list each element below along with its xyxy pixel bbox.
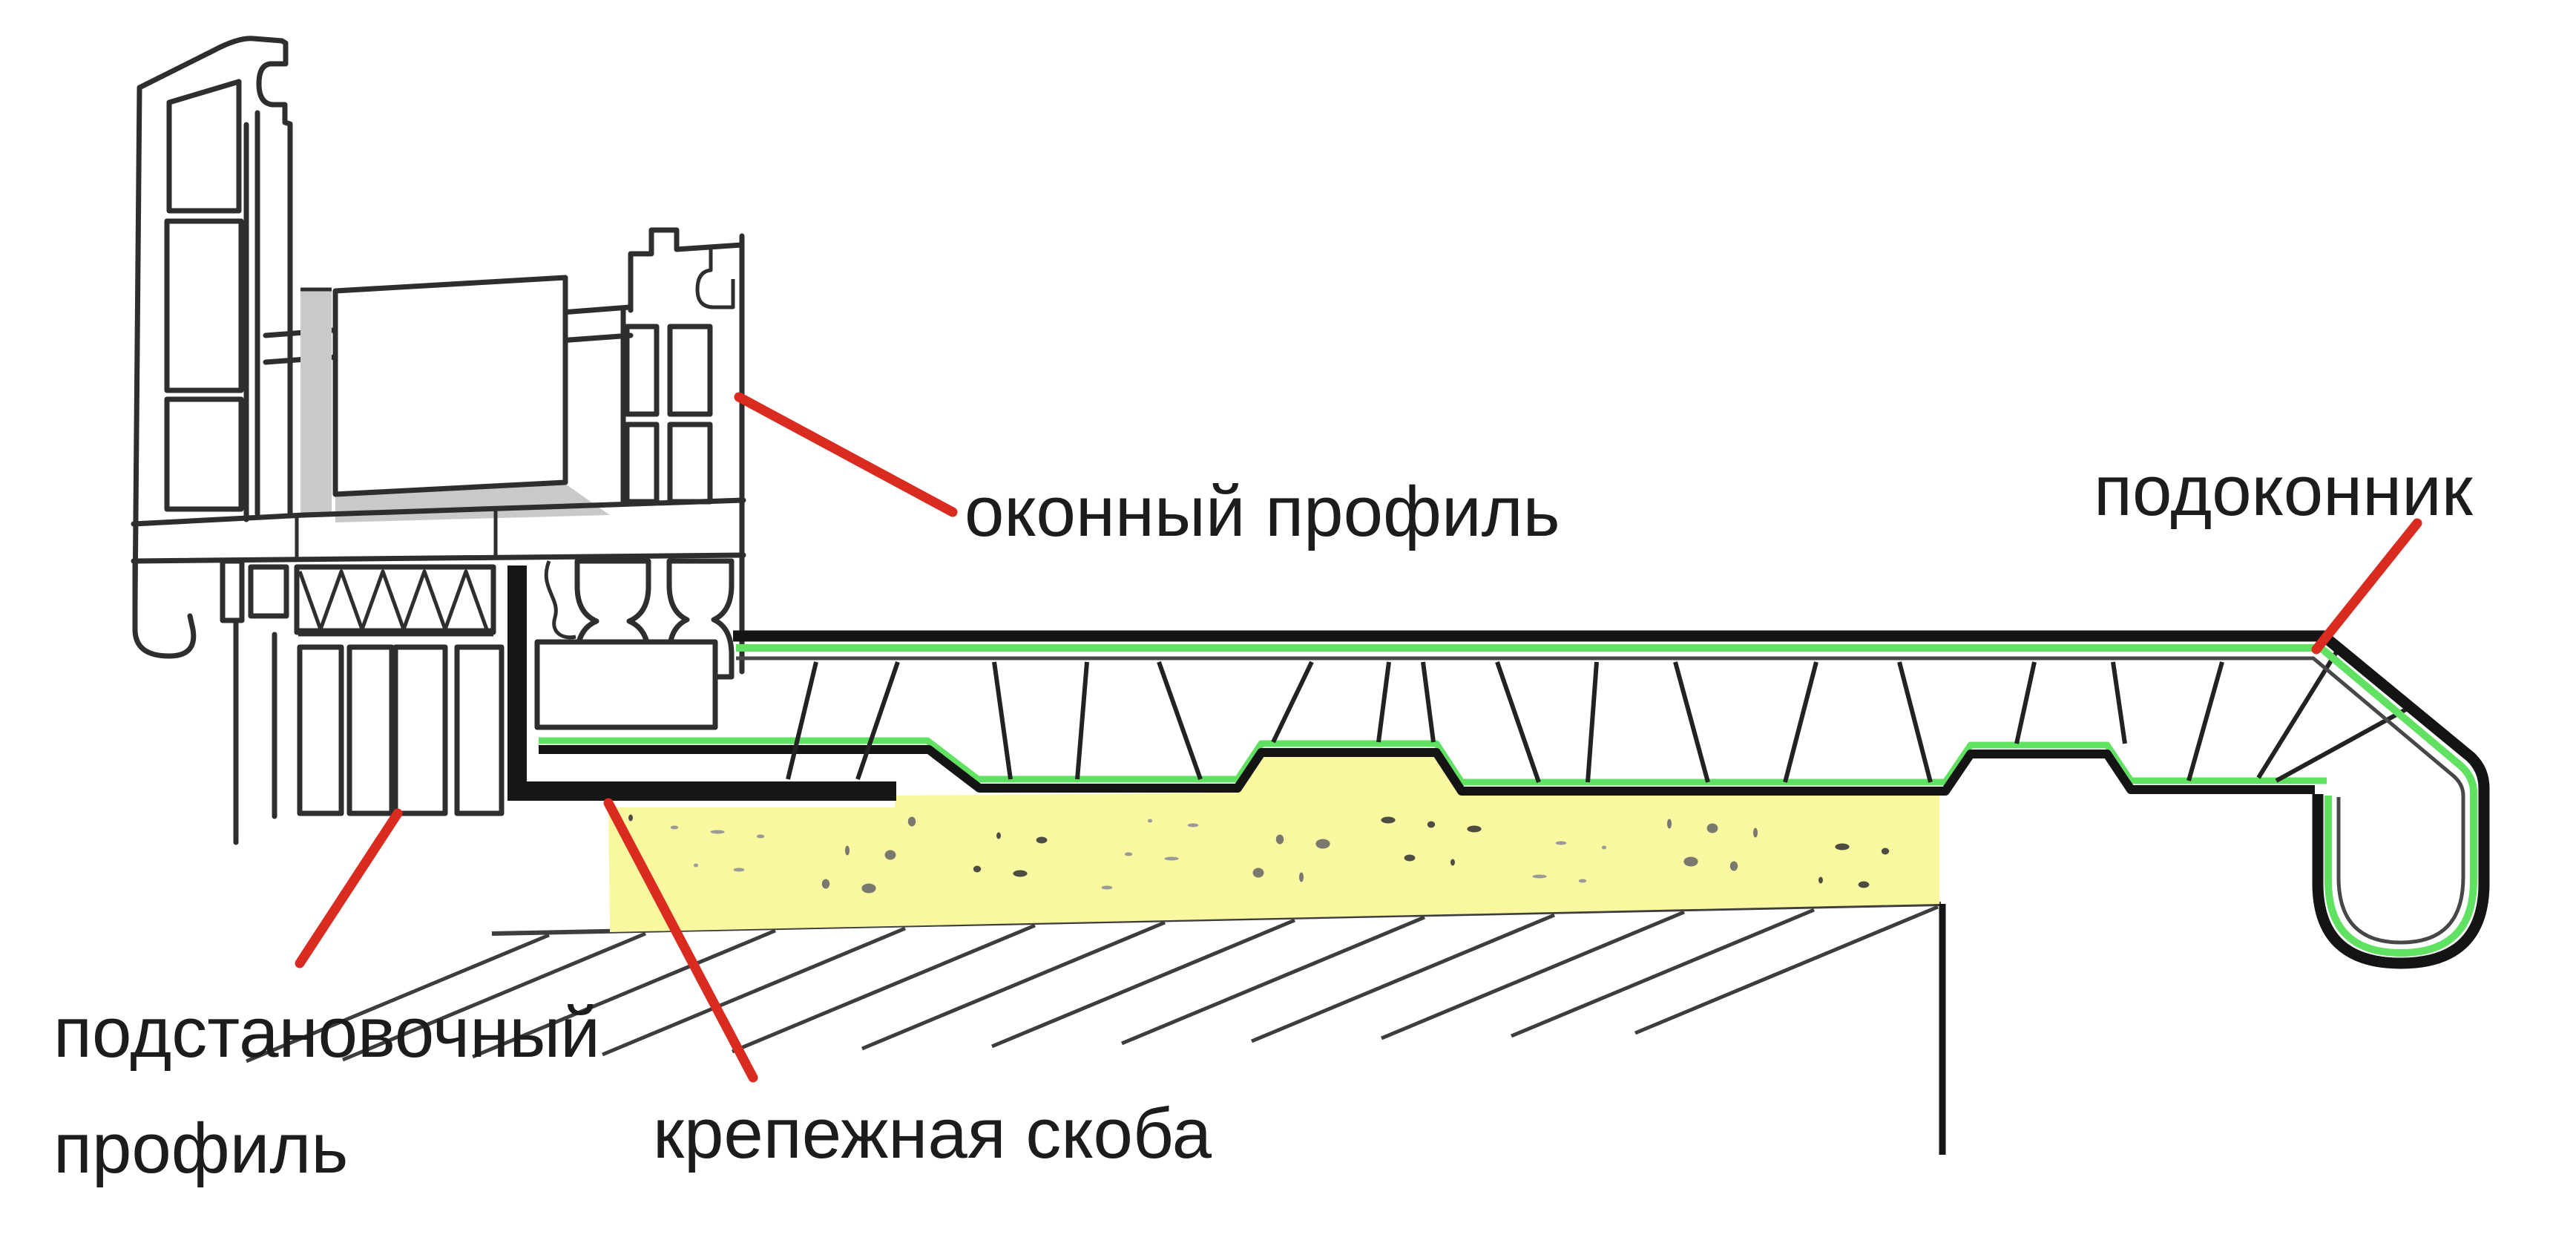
foam-speckle bbox=[1753, 827, 1758, 838]
foam-body bbox=[608, 757, 1939, 932]
foam-speckle bbox=[1404, 854, 1416, 862]
foam-speckles bbox=[628, 814, 1890, 894]
foam-speckle bbox=[1036, 836, 1048, 844]
label-bracket: крепежная скоба bbox=[653, 1094, 1212, 1173]
foam-speckle bbox=[1450, 859, 1455, 866]
foam-speckle bbox=[756, 834, 765, 839]
label-support-profile-line1: подстановочный bbox=[53, 993, 600, 1072]
sill-top-surface bbox=[733, 630, 2490, 969]
foam-layer bbox=[608, 757, 1939, 932]
member-chamber-1 bbox=[624, 324, 660, 417]
foam-speckle bbox=[1101, 885, 1113, 890]
profile-foot-hook bbox=[132, 560, 197, 659]
callout-line-sill bbox=[2311, 518, 2422, 655]
small-square bbox=[248, 564, 289, 619]
foam-speckle bbox=[1683, 856, 1698, 867]
glazing-pocket bbox=[332, 275, 568, 497]
sill-inner-line bbox=[736, 656, 2465, 945]
foam-speckle bbox=[1124, 852, 1133, 856]
support-profile-slats bbox=[297, 644, 505, 816]
callout-line-window-profile bbox=[734, 392, 958, 517]
sill-web-lines bbox=[786, 647, 2413, 783]
foam-speckle bbox=[1252, 868, 1264, 878]
foam-speckle bbox=[1299, 872, 1304, 882]
callout-line-support-profile bbox=[295, 808, 403, 968]
foam-speckle bbox=[1858, 881, 1870, 888]
gasket-zigzag bbox=[298, 569, 489, 632]
foam-speckle bbox=[1013, 870, 1028, 877]
member-chamber-4 bbox=[667, 422, 713, 505]
profile-chamber-middle bbox=[164, 218, 244, 393]
slat-3 bbox=[392, 644, 448, 816]
slat-2 bbox=[346, 644, 395, 816]
foam-speckle bbox=[884, 850, 896, 860]
glazing-shadow-left bbox=[300, 289, 332, 514]
member-chamber-3 bbox=[624, 422, 660, 505]
mounting-bracket-shape bbox=[507, 566, 896, 801]
foam-speckle bbox=[1578, 879, 1587, 883]
label-sill: подоконник bbox=[2094, 451, 2473, 531]
foam-speckle bbox=[1187, 823, 1199, 827]
foam-speckle bbox=[1555, 841, 1567, 845]
foam-speckle bbox=[821, 879, 830, 889]
foam-speckle bbox=[710, 830, 725, 834]
foam-speckle bbox=[1315, 839, 1330, 849]
wall-hatch-lines bbox=[246, 905, 1939, 1063]
slat-4 bbox=[454, 644, 505, 816]
foam-speckle bbox=[1729, 861, 1738, 871]
foam-speckle bbox=[907, 816, 916, 827]
foam-speckle bbox=[1467, 825, 1482, 833]
foam-speckle bbox=[861, 883, 876, 894]
foam-speckle bbox=[1602, 845, 1606, 850]
foam-speckle bbox=[1164, 856, 1179, 861]
member-top-edge bbox=[628, 227, 745, 313]
member-chamber-2 bbox=[667, 324, 713, 417]
foam-speckle bbox=[1818, 876, 1823, 884]
slat-1 bbox=[297, 644, 344, 816]
pocket-bottom-line bbox=[301, 502, 615, 518]
foam-speckle bbox=[1275, 834, 1284, 845]
foam-speckle bbox=[694, 863, 698, 868]
sill-underside-liner bbox=[539, 737, 2327, 786]
foam-speckle bbox=[973, 865, 982, 873]
foam-speckle bbox=[1532, 874, 1547, 879]
callout-line-bracket bbox=[603, 798, 758, 1083]
profile-chamber-top bbox=[166, 79, 242, 214]
sill-underside-edge bbox=[539, 745, 2315, 796]
foam-speckle bbox=[1427, 821, 1436, 828]
foam-speckle bbox=[1706, 823, 1718, 833]
foam-speckle bbox=[1667, 819, 1672, 829]
sill-end-box bbox=[534, 639, 718, 730]
sill-drawing bbox=[534, 630, 2490, 969]
foam-speckle bbox=[1381, 816, 1396, 824]
foam-speckle bbox=[996, 832, 1001, 839]
window-profile-drawing bbox=[131, 36, 746, 845]
foam-speckle bbox=[1835, 843, 1850, 850]
label-support-profile-line2: профиль bbox=[53, 1109, 349, 1188]
band-top-left bbox=[131, 512, 307, 527]
profile-outer-cap bbox=[132, 36, 293, 606]
foam-speckle bbox=[628, 814, 633, 822]
member-hook-notch bbox=[695, 246, 735, 309]
sill-top-liner bbox=[736, 644, 2477, 957]
foam-speckle bbox=[1881, 848, 1890, 855]
callout-lines bbox=[295, 392, 2422, 1083]
gasket-curl bbox=[544, 560, 576, 640]
foam-speckle bbox=[1148, 819, 1152, 823]
foam-speckle bbox=[845, 845, 850, 856]
profile-chamber-lower bbox=[164, 396, 244, 512]
foam-speckle bbox=[670, 825, 679, 830]
small-bar bbox=[220, 558, 245, 623]
label-window-profile: оконный профиль bbox=[965, 472, 1560, 551]
foam-speckle bbox=[733, 868, 745, 872]
